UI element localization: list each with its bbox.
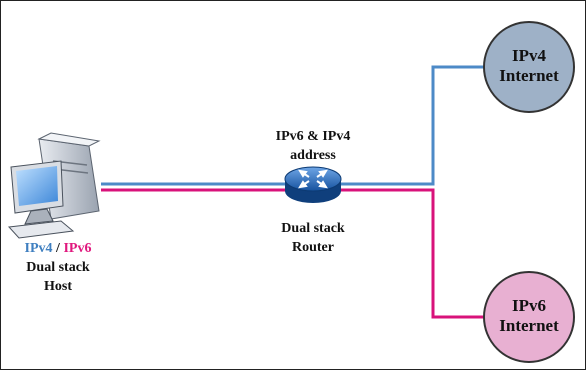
- router-icon: [284, 166, 342, 203]
- router-label: Dual stack Router: [253, 219, 373, 257]
- router-address-line1: IPv6 & IPv4: [275, 129, 351, 144]
- host-label-line1: Dual stack: [26, 260, 90, 275]
- host-protocol-ipv6: IPv6: [63, 241, 92, 256]
- host-label-line2: Host: [44, 279, 72, 294]
- ipv4-cloud-label-line1: IPv4: [512, 46, 546, 65]
- router-address-line2: address: [290, 148, 336, 163]
- ipv4-cloud-label: IPv4 Internet: [479, 46, 579, 86]
- host-protocol-line: IPv4 / IPv6: [3, 239, 113, 258]
- ipv6-cloud-label: IPv6 Internet: [479, 296, 579, 336]
- host-label: IPv4 / IPv6 Dual stack Host: [3, 239, 113, 296]
- host-protocol-ipv4: IPv4: [24, 241, 53, 256]
- ipv6-link: [101, 188, 485, 319]
- ipv4-cloud-label-line2: Internet: [499, 66, 559, 85]
- ipv6-cloud-label-line2: Internet: [499, 316, 559, 335]
- router-address-label: IPv6 & IPv4 address: [253, 127, 373, 165]
- router-label-line1: Dual stack: [281, 221, 345, 236]
- ipv4-link: [101, 65, 485, 186]
- ipv6-cloud-label-line1: IPv6: [512, 296, 546, 315]
- ipv6-internet-cloud: [483, 271, 575, 363]
- host-protocol-separator: /: [52, 241, 64, 256]
- desktop-computer-icon: [7, 132, 101, 239]
- ipv4-internet-cloud: [483, 21, 575, 113]
- router-label-line2: Router: [292, 240, 334, 255]
